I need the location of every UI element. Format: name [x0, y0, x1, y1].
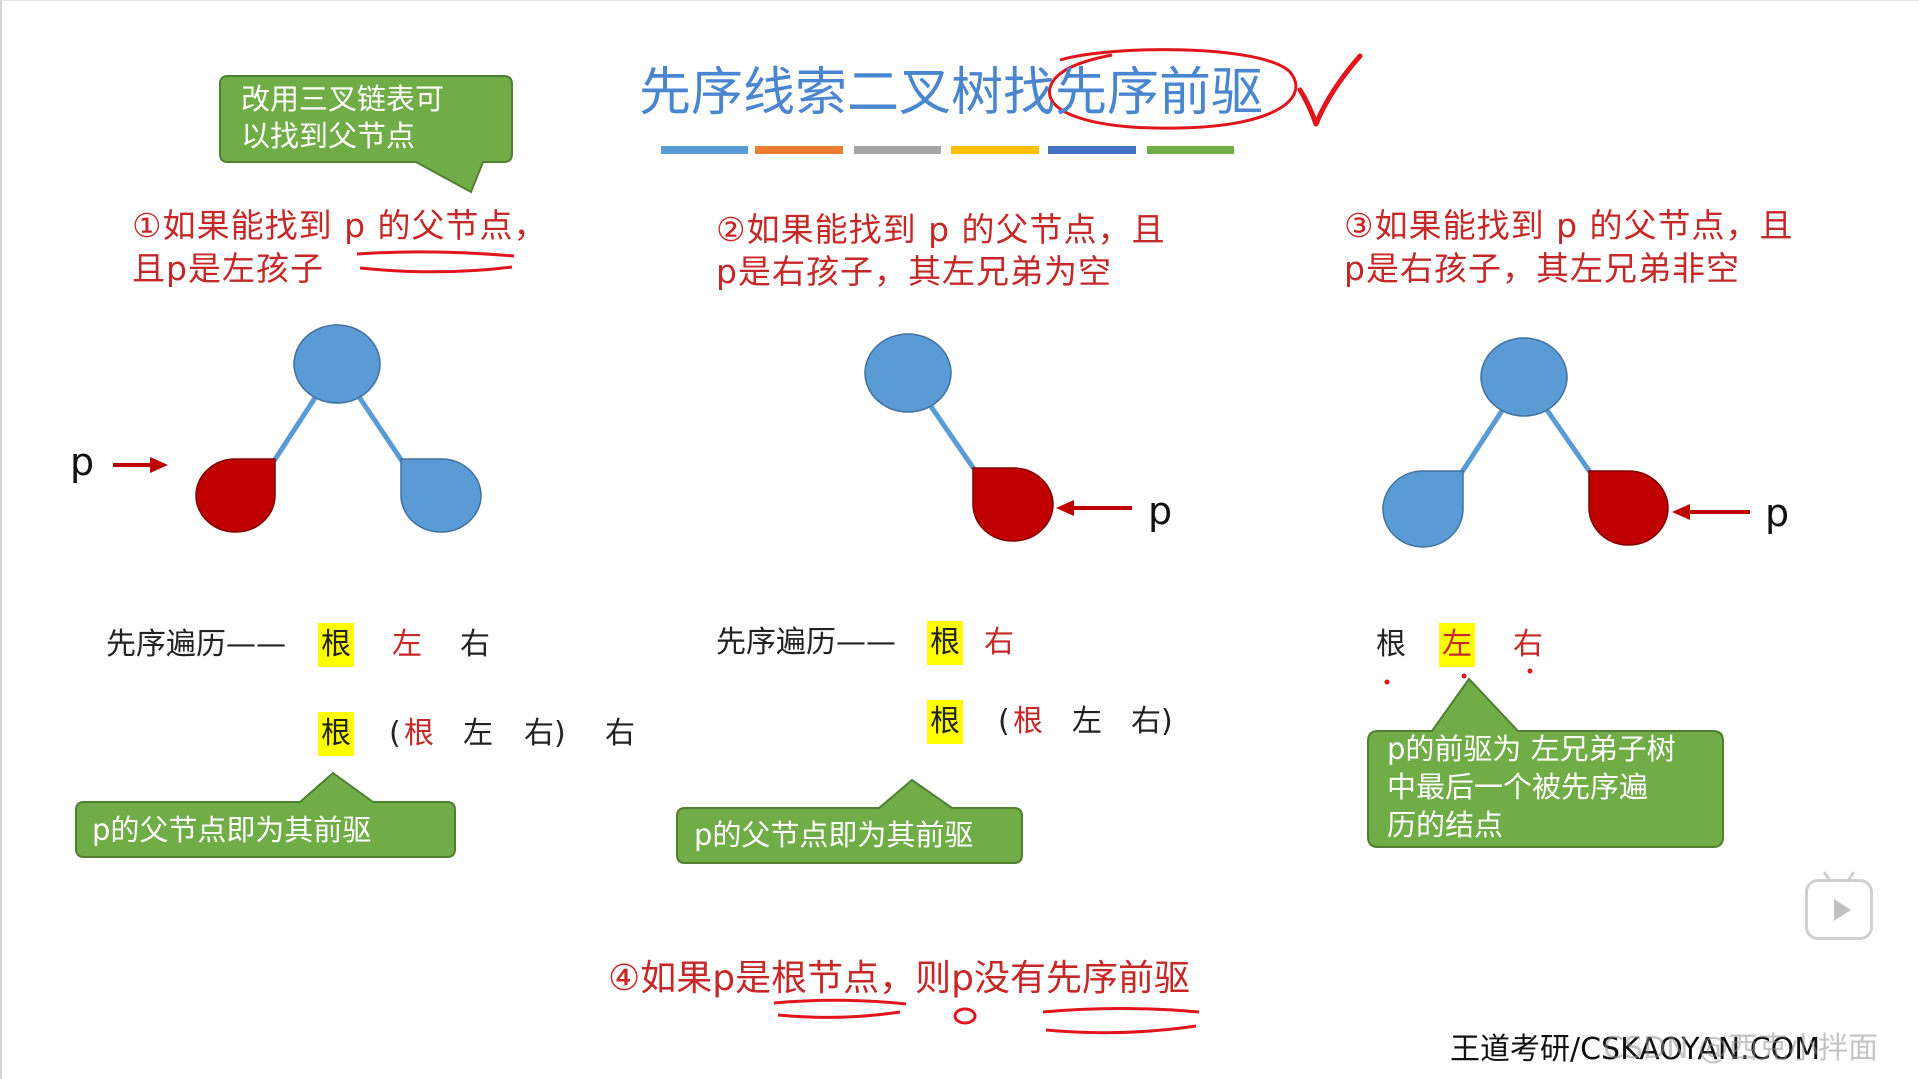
- tree3-left-child-node: [1382, 470, 1464, 548]
- title-bar-segment: [661, 146, 748, 154]
- case3-traversal-right: 右: [1513, 627, 1543, 662]
- case2-expanded-sub-right: 右): [1131, 704, 1173, 739]
- case2-heading-line: p是右孩子，其左兄弟为空: [716, 252, 1112, 291]
- case1-expanded-root-highlight: 根: [318, 712, 354, 756]
- case1-expanded-sub-root: 根: [404, 716, 434, 751]
- case1-expanded-right: 右: [605, 716, 635, 751]
- case3-heading-line: p是右孩子，其左兄弟非空: [1344, 249, 1740, 288]
- case3-mark-dot: [1527, 668, 1533, 674]
- case2-expanded-open-paren: (: [998, 704, 1010, 739]
- title-bar-segment: [951, 146, 1039, 154]
- csdn-watermark: CSDN @西克小拌面: [1603, 1031, 1879, 1066]
- tree1-root-node: [293, 324, 381, 404]
- case2-heading-line: ②如果能找到 p 的父节点，且: [716, 210, 1166, 249]
- case4-text-before: ④如果p是: [608, 958, 772, 999]
- case2-traversal-root-highlight: 根: [927, 621, 963, 665]
- case2-expanded-sub-root: 根: [1013, 704, 1043, 739]
- title-bar-segment: [755, 146, 843, 154]
- tree2-root-node: [864, 333, 952, 413]
- case4-root-underline-annotation: [777, 1010, 901, 1019]
- case1-heading-line: ①如果能找到 p 的父节点，: [132, 206, 548, 245]
- case2-traversal-prefix: 先序遍历——: [716, 625, 896, 660]
- checkmark-annotation: [1297, 53, 1363, 127]
- case2-expanded-sub-left: 左: [1072, 704, 1102, 739]
- case4-p-circle-annotation: [953, 1007, 977, 1025]
- case4-predecessor-underline-annotation: [1045, 1024, 1197, 1035]
- title-bar-segment: [1048, 146, 1136, 154]
- video-play-button[interactable]: [1805, 879, 1873, 940]
- footer-brand: 王道考研/CSKAOYAN.COM: [1450, 1032, 1821, 1067]
- title-bar-segment: [1147, 146, 1234, 154]
- case3-note-callout-shape: [1367, 677, 1724, 848]
- case3-note-line: 历的结点: [1387, 808, 1504, 842]
- case3-note-line: p的前驱为 左兄弟子树: [1387, 732, 1676, 766]
- case1-underline-annotation: [359, 265, 513, 274]
- case4-predecessor-underline-annotation: [1042, 1007, 1200, 1014]
- case2-expanded-root-highlight: 根: [927, 700, 963, 744]
- case1-traversal-right: 右: [460, 627, 490, 662]
- tree2-right-child-node-p: [972, 467, 1054, 542]
- tree1-pointer-label: p: [70, 440, 95, 484]
- tree1-right-child-node: [400, 458, 482, 533]
- case4-predecessor-text: 先序前驱: [1046, 958, 1191, 999]
- case3-mark-dot: [1384, 679, 1390, 685]
- case3-note-line: 中最后一个被先序遍: [1387, 770, 1649, 804]
- case1-note-callout-shape: [75, 771, 456, 858]
- case3-traversal-root: 根: [1376, 627, 1406, 662]
- title-bar-segment: [854, 146, 941, 154]
- case4-statement: ④如果p是根节点，则p没有先序前驱: [608, 958, 1190, 1000]
- case2-note-text: p的父节点即为其前驱: [694, 818, 974, 852]
- case2-note-callout-shape: [676, 778, 1023, 864]
- case4-root-underline-annotation: [773, 998, 907, 1006]
- case1-note-text: p的父节点即为其前驱: [92, 813, 372, 847]
- play-icon: [1834, 899, 1851, 921]
- case3-heading-line: ③如果能找到 p 的父节点，且: [1344, 206, 1794, 245]
- case1-expanded-sub-right: 右): [524, 716, 566, 751]
- case1-underline-annotation: [356, 250, 515, 258]
- case3-mark-dot: [1461, 673, 1467, 679]
- tree3-pointer-label: p: [1765, 491, 1790, 535]
- case4-root-node-text: 根节点: [771, 958, 880, 999]
- tree1-left-child-node-p: [195, 458, 276, 533]
- top-note-line: 以找到父节点: [241, 119, 416, 153]
- handdrawn-circle-annotation: [1048, 48, 1298, 130]
- top-note-callout-shape: [219, 75, 513, 194]
- slide-title: 先序线索二叉树找先序前驱: [639, 63, 1264, 123]
- case3-traversal-left-highlight: 左: [1439, 623, 1475, 667]
- tree3-right-child-node-p: [1588, 470, 1669, 546]
- case2-traversal-right: 右: [984, 625, 1014, 660]
- case1-expanded-open-paren: (: [389, 716, 401, 751]
- case1-heading-line: 且p是左孩子: [132, 249, 324, 288]
- top-note-line: 改用三叉链表可: [241, 82, 445, 116]
- case4-text-middle: ，则p没有: [879, 958, 1047, 999]
- case1-traversal-root-highlight: 根: [318, 623, 354, 667]
- tree2-pointer-label: p: [1148, 489, 1173, 533]
- tree3-root-node: [1480, 337, 1568, 417]
- case1-expanded-sub-left: 左: [463, 716, 493, 751]
- case1-traversal-prefix: 先序遍历——: [106, 627, 286, 662]
- case1-traversal-left: 左: [392, 627, 422, 662]
